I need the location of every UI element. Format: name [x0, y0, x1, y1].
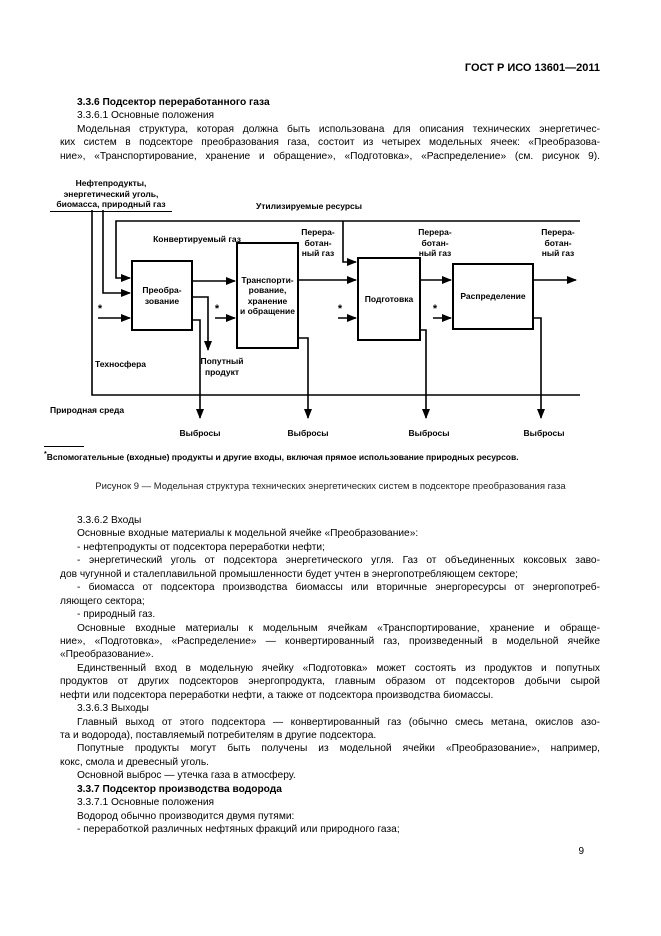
text-block-top: 3.3.6 Подсектор переработанного газа 3.3…	[60, 96, 600, 163]
byproduct-label: Попутный продукт	[200, 356, 244, 377]
asterisk-marker: *	[97, 303, 103, 315]
box-transport	[236, 242, 299, 349]
emissions-label: Выбросы	[408, 428, 450, 438]
emissions-label: Выбросы	[523, 428, 565, 438]
subsection-heading: 3.3.7.1 Основные положения	[77, 797, 215, 809]
list-item: - переработкой различных нефтяных фракци…	[77, 824, 400, 836]
byproduct-arrow	[192, 296, 212, 351]
subsection-heading: 3.3.6.2 Входы	[77, 515, 142, 526]
figure-footnote: *Вспомогательные (входные) продукты и др…	[44, 450, 592, 462]
emission-arrow	[298, 337, 312, 419]
input-arrow	[102, 210, 131, 297]
text-line: ние», «Подготовка», «Распределение» — ко…	[60, 635, 600, 647]
text-line: Основной выброс — утечка газа в атмосфер…	[77, 770, 296, 782]
section-heading: 3.3.6 Подсектор переработанного газа	[77, 97, 270, 108]
processed-gas-label: Перера- ботан- ный газ	[418, 227, 452, 258]
footnote-text: Вспомогательные (входные) продукты и дру…	[46, 451, 519, 462]
subsection-heading: 3.3.6.3 Выходы	[77, 703, 149, 715]
converted-gas-label: Конвертируемый газ	[153, 234, 241, 244]
emission-arrow	[420, 329, 430, 419]
text-block-bottom: 3.3.6.2 Входы Основные входные материалы…	[60, 514, 600, 837]
text-line: «Преобразование».	[60, 649, 154, 661]
utilized-resources-branch	[342, 221, 357, 266]
text-line: Водород обычно производится двумя путями…	[77, 810, 295, 822]
footnote-rule	[44, 446, 84, 447]
technosphere-boundary-line	[91, 210, 580, 396]
asterisk-marker: *	[337, 303, 343, 315]
text-line: Основные входные материалы к модельной я…	[77, 528, 419, 540]
text-line: ние», «Транспортирование, хранение и обр…	[60, 150, 600, 162]
emission-arrow	[533, 317, 545, 419]
box-preparation	[357, 257, 421, 341]
box-distribution	[452, 263, 534, 330]
processed-gas-label: Перера- ботан- ный газ	[541, 227, 575, 258]
box-preparation-label: Подготовка	[364, 293, 414, 304]
box-conversion	[131, 260, 193, 331]
text-line: нефти или подсектора переработки нефти, …	[60, 689, 494, 701]
text-line: ких систем в подсекторе преобразования г…	[60, 137, 600, 149]
text-line: Попутные продукты могут быть получены из…	[77, 743, 600, 755]
footnote-marker: *	[44, 451, 47, 458]
text-line: продуктов от других подсекторов энергопр…	[60, 676, 600, 688]
text-line: Модельная структура, которая должна быть…	[77, 123, 600, 135]
emissions-label: Выбросы	[179, 428, 221, 438]
page-number: 9	[578, 846, 584, 857]
natural-environment-label: Природная среда	[50, 405, 125, 415]
emissions-label: Выбросы	[287, 428, 329, 438]
box-conversion-label: Преобра- зование	[142, 285, 182, 306]
text-line: ляющего сектора;	[60, 595, 145, 607]
asterisk-marker: *	[214, 303, 220, 315]
emission-arrow	[192, 319, 204, 419]
text-line: кокс, смола и древесный уголь.	[60, 756, 209, 768]
list-item: - энергетический уголь от подсектора эне…	[77, 555, 600, 567]
text-line: Основные входные материалы к модельным я…	[77, 622, 600, 634]
list-item: - природный газ.	[77, 609, 156, 621]
subsection-heading: 3.3.6.1 Основные положения	[77, 110, 215, 122]
asterisk-marker: *	[432, 303, 438, 315]
text-line: Единственный вход в модельную ячейку «По…	[77, 662, 600, 674]
processed-gas-label: Перера- ботан- ный газ	[301, 227, 335, 258]
utilized-resources-label: Утилизируемые ресурсы	[255, 201, 363, 211]
text-line: та и водорода), поставляемый потребителя…	[60, 730, 377, 741]
text-line: Главный выход от этого подсектора — конв…	[77, 716, 600, 728]
list-item: - биомасса от подсектора производства би…	[77, 582, 600, 594]
standard-number-header: ГОСТ Р ИСО 13601—2011	[464, 62, 600, 74]
figure-diagram-lines	[91, 210, 580, 419]
section-heading: 3.3.7 Подсектор производства водорода	[77, 783, 282, 795]
utilized-resources-line	[115, 220, 580, 282]
text-line: дов чугунной и сталеплавильной промышлен…	[60, 568, 518, 580]
box-distribution-label: Распределение	[460, 291, 526, 302]
box-transport-label: Транспорти- рование, хранение и обращени…	[240, 274, 295, 317]
technosphere-label: Техносфера	[95, 359, 147, 369]
input-products-label: Нефтепродукты, энергетический уголь, био…	[50, 178, 172, 212]
list-item: - нефтепродукты от подсектора переработк…	[77, 541, 325, 553]
figure-caption: Рисунок 9 — Модельная структура техничес…	[95, 481, 566, 492]
